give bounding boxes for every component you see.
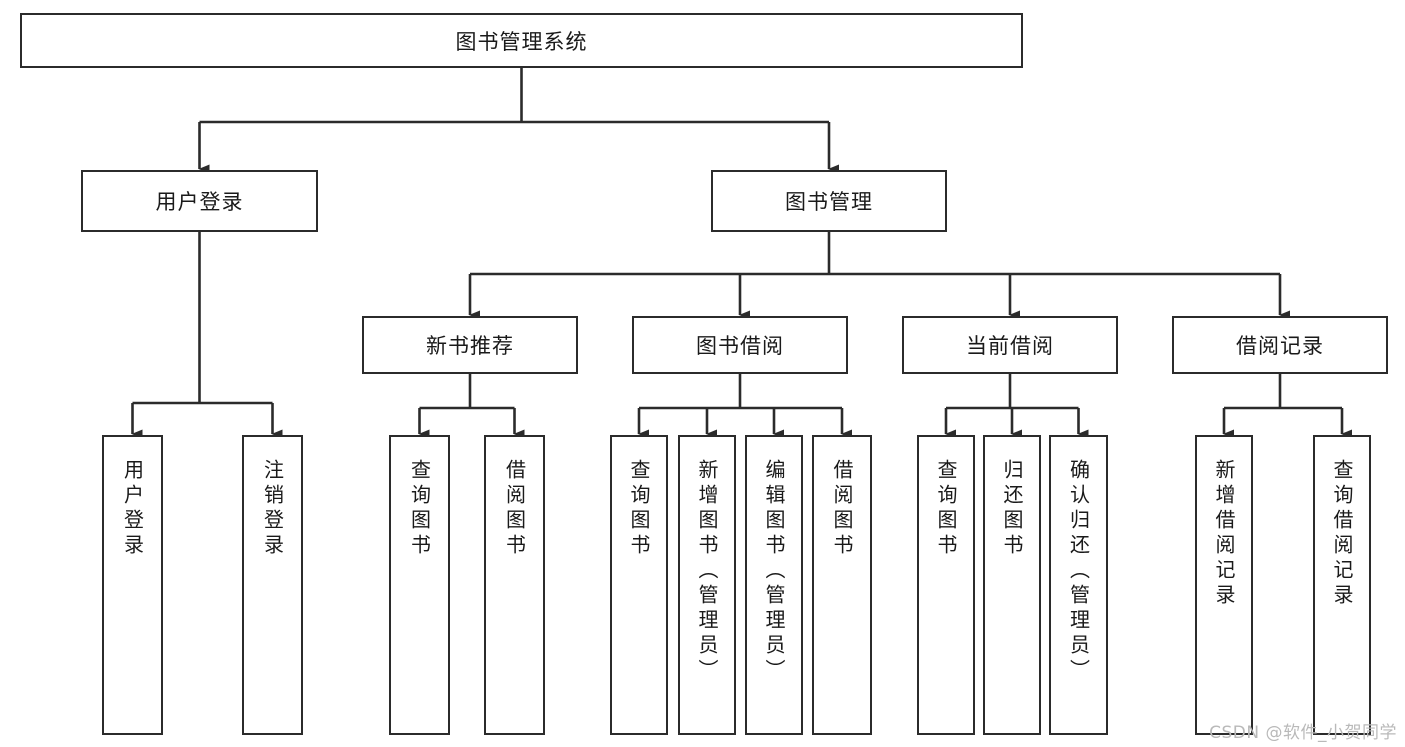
leaf-query-book-1[interactable]: 查询图书 bbox=[389, 435, 450, 735]
leaf-query-book-1-label: 查询图书 bbox=[407, 459, 432, 559]
leaf-query-book-3-label: 查询图书 bbox=[934, 459, 958, 559]
leaf-borrow-book-1-label: 借阅图书 bbox=[502, 459, 527, 559]
edges-group bbox=[131, 68, 1352, 439]
leaf-query-borrow-record[interactable]: 查询借阅记录 bbox=[1313, 435, 1371, 735]
node-book-borrowing[interactable]: 图书借阅 bbox=[632, 316, 848, 374]
node-user-login[interactable]: 用户登录 bbox=[81, 170, 318, 232]
leaf-add-borrow-record[interactable]: 新增借阅记录 bbox=[1195, 435, 1253, 735]
leaf-confirm-return-admin[interactable]: 确认归还（管理员） bbox=[1049, 435, 1108, 735]
leaf-query-borrow-record-label: 查询借阅记录 bbox=[1330, 459, 1354, 609]
node-current-borrowing-label: 当前借阅 bbox=[966, 334, 1054, 358]
node-root[interactable]: 图书管理系统 bbox=[20, 13, 1023, 68]
leaf-user-login-label: 用户登录 bbox=[120, 459, 145, 559]
leaf-logout[interactable]: 注销登录 bbox=[242, 435, 303, 735]
node-root-label: 图书管理系统 bbox=[455, 29, 588, 54]
node-borrowing-record[interactable]: 借阅记录 bbox=[1172, 316, 1388, 374]
leaf-add-book-admin-label: 新增图书（管理员） bbox=[695, 459, 719, 684]
leaf-borrow-book-1[interactable]: 借阅图书 bbox=[484, 435, 545, 735]
leaf-query-book-3[interactable]: 查询图书 bbox=[917, 435, 975, 735]
node-new-book-recommendation-label: 新书推荐 bbox=[426, 334, 514, 358]
leaf-edit-book-admin[interactable]: 编辑图书（管理员） bbox=[745, 435, 803, 735]
leaf-query-book-2[interactable]: 查询图书 bbox=[610, 435, 668, 735]
watermark: CSDN @软件_小贺同学 bbox=[1209, 723, 1397, 743]
leaf-return-book[interactable]: 归还图书 bbox=[983, 435, 1041, 735]
leaf-confirm-return-admin-label: 确认归还（管理员） bbox=[1066, 459, 1091, 684]
leaf-add-borrow-record-label: 新增借阅记录 bbox=[1212, 459, 1236, 609]
node-user-login-label: 用户登录 bbox=[155, 190, 244, 214]
node-borrowing-record-label: 借阅记录 bbox=[1236, 334, 1324, 358]
node-book-borrowing-label: 图书借阅 bbox=[696, 334, 784, 358]
leaf-borrow-book-2-label: 借阅图书 bbox=[830, 459, 854, 559]
leaf-borrow-book-2[interactable]: 借阅图书 bbox=[812, 435, 872, 735]
leaf-query-book-2-label: 查询图书 bbox=[627, 459, 651, 559]
node-book-management-label: 图书管理 bbox=[785, 190, 873, 214]
node-current-borrowing[interactable]: 当前借阅 bbox=[902, 316, 1118, 374]
leaf-return-book-label: 归还图书 bbox=[1000, 459, 1024, 559]
leaf-logout-label: 注销登录 bbox=[260, 459, 285, 559]
leaf-add-book-admin[interactable]: 新增图书（管理员） bbox=[678, 435, 736, 735]
leaf-user-login[interactable]: 用户登录 bbox=[102, 435, 163, 735]
leaf-edit-book-admin-label: 编辑图书（管理员） bbox=[762, 459, 786, 684]
node-book-management[interactable]: 图书管理 bbox=[711, 170, 947, 232]
node-new-book-recommendation[interactable]: 新书推荐 bbox=[362, 316, 578, 374]
